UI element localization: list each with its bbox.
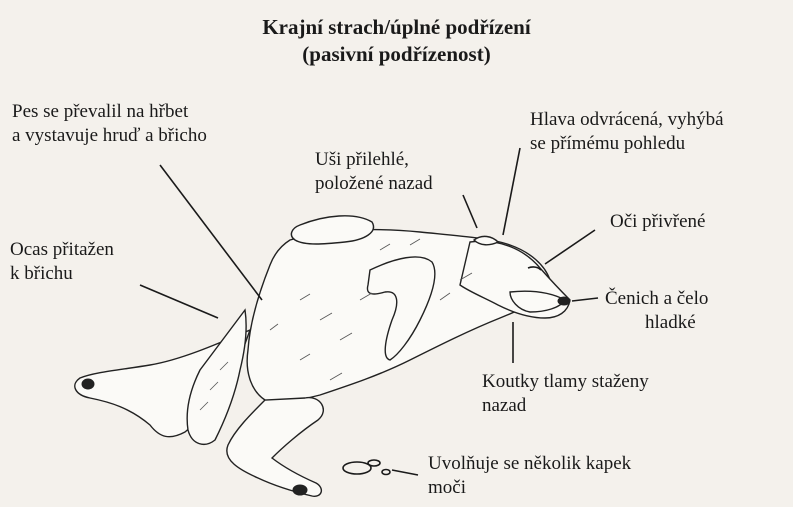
label-head-line-1: Hlava odvrácená, vyhýbá [530, 108, 724, 132]
label-tail: Ocas přitažen k břichu [10, 238, 114, 286]
label-eyes: Oči přivřené [610, 210, 705, 234]
leader-eyes [545, 230, 595, 264]
label-ears-line-2: položené nazad [315, 172, 433, 196]
urine-drop-1 [343, 462, 371, 474]
label-urine: Uvolňuje se několik kapek moči [428, 452, 631, 500]
label-nose-line-2: hladké [605, 311, 708, 335]
paw-pad-left [82, 379, 94, 389]
urine-drop-3 [382, 470, 390, 475]
label-mouth-line-2: nazad [482, 394, 649, 418]
label-head: Hlava odvrácená, vyhýbá se přímému pohle… [530, 108, 724, 156]
leader-back [160, 165, 262, 300]
leader-head [503, 148, 520, 235]
leader-tail [140, 285, 218, 318]
label-nose-line-1: Čenich a čelo [605, 287, 708, 311]
paw-pad-bottom [293, 485, 307, 495]
label-urine-line-2: moči [428, 476, 631, 500]
leader-nose [572, 298, 598, 301]
label-ears-line-1: Uši přilehlé, [315, 148, 433, 172]
label-rolled-on-back: Pes se převalil na hřbet a vystavuje hru… [12, 100, 207, 148]
label-back-line-1: Pes se převalil na hřbet [12, 100, 207, 124]
label-eyes-line-1: Oči přivřené [610, 210, 705, 234]
label-tail-line-1: Ocas přitažen [10, 238, 114, 262]
label-tail-line-2: k břichu [10, 262, 114, 286]
label-ears: Uši přilehlé, položené nazad [315, 148, 433, 196]
label-mouth-line-1: Koutky tlamy staženy [482, 370, 649, 394]
urine-drop-2 [368, 460, 380, 466]
label-head-line-2: se přímému pohledu [530, 132, 724, 156]
lower-hind-leg [227, 398, 324, 497]
label-nose: Čenich a čelo hladké [605, 287, 708, 335]
leader-urine [392, 470, 418, 475]
dog-nose [558, 297, 570, 305]
tail [187, 310, 246, 444]
leader-ears [463, 195, 477, 228]
label-back-line-2: a vystavuje hruď a břicho [12, 124, 207, 148]
label-mouth: Koutky tlamy staženy nazad [482, 370, 649, 418]
label-urine-line-1: Uvolňuje se několik kapek [428, 452, 631, 476]
